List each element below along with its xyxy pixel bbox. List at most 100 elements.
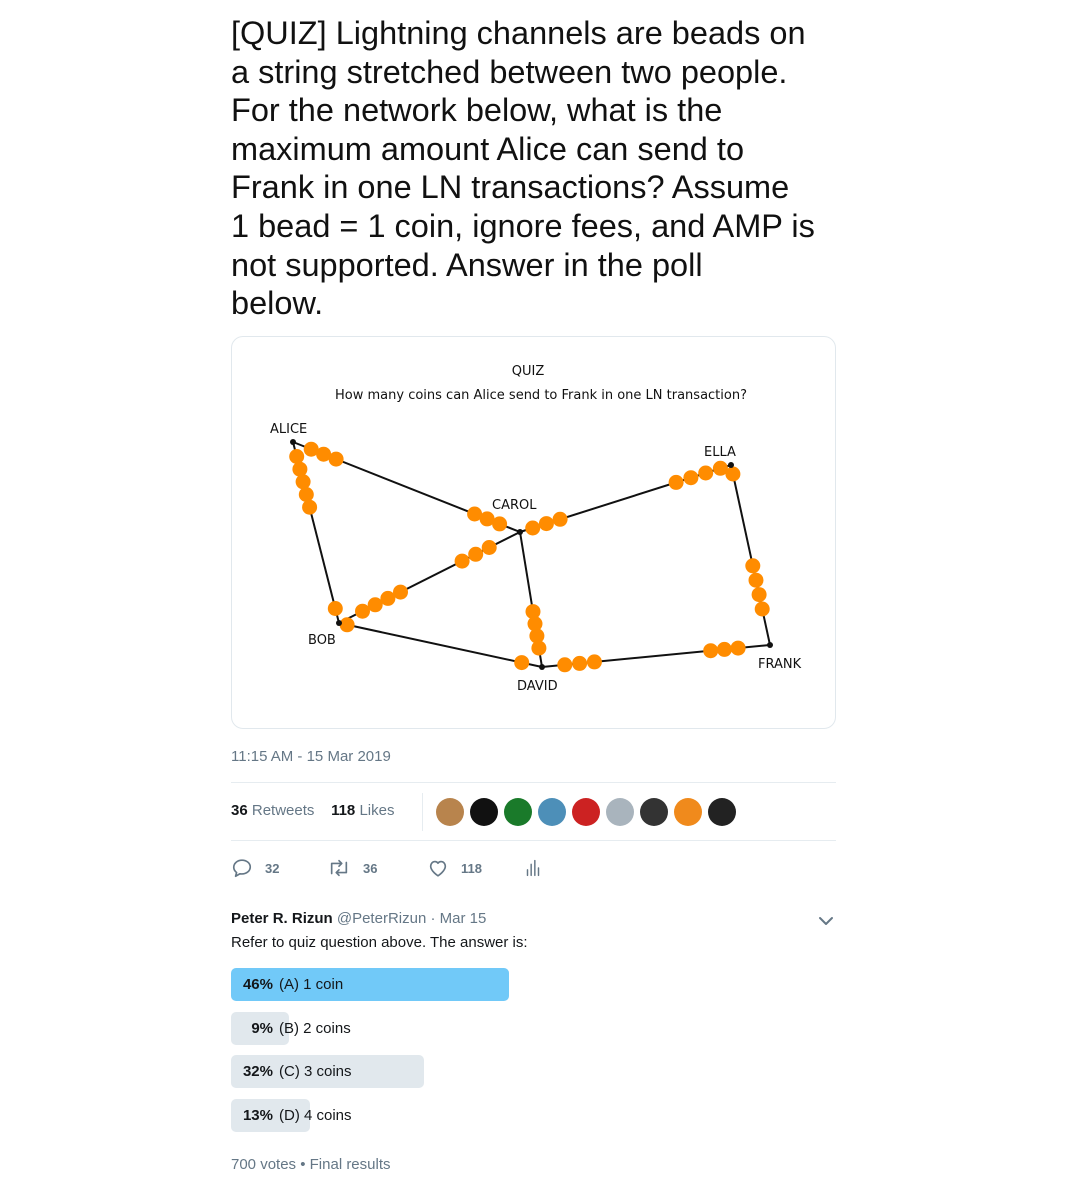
bead bbox=[531, 640, 547, 656]
node-point-frank bbox=[767, 642, 773, 648]
bead bbox=[380, 590, 396, 606]
bead bbox=[327, 601, 343, 616]
analytics-icon bbox=[526, 859, 540, 877]
poll-percent: 9% bbox=[251, 1020, 273, 1037]
bead bbox=[730, 640, 746, 656]
avatar[interactable] bbox=[504, 798, 532, 826]
tweet-timestamp[interactable]: 11:15 AM - 15 Mar 2019 bbox=[231, 748, 391, 765]
node-point-david bbox=[539, 664, 545, 670]
avatar[interactable] bbox=[640, 798, 668, 826]
bead bbox=[302, 499, 318, 515]
bead bbox=[468, 546, 484, 562]
tweet-text-line: 1 bead = 1 coin, ignore fees, and AMP is bbox=[231, 207, 815, 244]
bead bbox=[525, 604, 541, 620]
retweets-stat[interactable]: 36 Retweets bbox=[231, 802, 314, 819]
reply-count: 32 bbox=[265, 860, 280, 876]
author-handle[interactable]: @PeterRizun bbox=[336, 910, 427, 927]
avatar[interactable] bbox=[572, 798, 600, 826]
avatar[interactable] bbox=[436, 798, 464, 826]
poll-label: (A) 1 coin bbox=[279, 976, 344, 993]
bead bbox=[552, 511, 568, 527]
heart-icon bbox=[429, 860, 447, 877]
avatar[interactable] bbox=[708, 798, 736, 826]
reply-text: Refer to quiz question above. The answer… bbox=[231, 934, 528, 951]
poll-option[interactable]: 46%(A) 1 coin bbox=[231, 968, 836, 1001]
tweet-text-line: Frank in one LN transactions? Assume bbox=[231, 169, 790, 206]
poll-option-text: 13%(D) 4 coins bbox=[241, 1099, 352, 1132]
avatar[interactable] bbox=[538, 798, 566, 826]
avatar[interactable] bbox=[674, 798, 702, 826]
bead bbox=[492, 516, 508, 532]
diagram-card[interactable]: QUIZ How many coins can Alice send to Fr… bbox=[231, 336, 836, 729]
avatar[interactable] bbox=[606, 798, 634, 826]
bead bbox=[703, 643, 719, 659]
poll-label: (D) 4 coins bbox=[279, 1107, 352, 1124]
author-name[interactable]: Peter R. Rizun bbox=[231, 910, 333, 927]
bead bbox=[725, 466, 741, 482]
poll-option[interactable]: 32%(C) 3 coins bbox=[231, 1055, 836, 1088]
poll-option[interactable]: 9% (B) 2 coins bbox=[231, 1012, 836, 1045]
retweet-count: 36 bbox=[363, 860, 378, 876]
poll-bar bbox=[231, 968, 509, 1001]
poll-bar bbox=[231, 1055, 425, 1088]
node-label-david: DAVID bbox=[517, 679, 558, 694]
bead bbox=[572, 655, 588, 671]
bead bbox=[529, 628, 545, 644]
chevron-down-icon[interactable] bbox=[817, 912, 835, 930]
likes-label: Likes bbox=[359, 802, 395, 819]
bead bbox=[586, 654, 602, 670]
bead bbox=[303, 441, 319, 457]
bead bbox=[527, 616, 543, 632]
tweet-text-line: a string stretched between two people. bbox=[231, 53, 788, 90]
poll-option[interactable]: 13%(D) 4 coins bbox=[231, 1099, 836, 1132]
network-diagram: QUIZ How many coins can Alice send to Fr… bbox=[270, 364, 802, 694]
bead bbox=[393, 584, 408, 600]
poll-label: (C) 3 coins bbox=[279, 1063, 352, 1080]
node-label-bob: BOB bbox=[308, 633, 336, 648]
bead bbox=[716, 641, 732, 657]
bead bbox=[479, 511, 495, 527]
likes-count: 118 bbox=[331, 802, 356, 819]
tweet-text-line: below. bbox=[231, 285, 324, 322]
retweet-icon bbox=[330, 859, 348, 877]
tweet-text-line: [QUIZ] Lightning channels are beads on bbox=[231, 15, 806, 51]
node-points bbox=[290, 439, 773, 670]
analytics-button[interactable] bbox=[525, 856, 553, 880]
bead bbox=[467, 506, 483, 522]
channel-line bbox=[338, 622, 543, 668]
tweet-text-line: not supported. Answer in the poll bbox=[231, 246, 703, 283]
bead bbox=[289, 449, 305, 464]
bead bbox=[751, 587, 767, 603]
node-point-alice bbox=[290, 439, 296, 445]
reply-button[interactable]: 32 bbox=[231, 856, 279, 880]
bead bbox=[355, 603, 370, 619]
tweet-text-line: maximum amount Alice can send to bbox=[231, 130, 745, 167]
reply-header: Peter R. Rizun @PeterRizun · Mar 15 bbox=[231, 910, 486, 927]
diagram-title: QUIZ bbox=[512, 364, 545, 379]
retweet-button[interactable]: 36 bbox=[327, 856, 377, 880]
node-label-alice: ALICE bbox=[270, 422, 307, 437]
retweets-label: Retweets bbox=[251, 802, 315, 819]
bead bbox=[698, 465, 714, 481]
reply-date[interactable]: · Mar 15 bbox=[430, 910, 487, 927]
like-count: 118 bbox=[461, 860, 482, 876]
reply-icon bbox=[232, 859, 252, 878]
poll-label: (B) 2 coins bbox=[279, 1020, 351, 1037]
bead bbox=[712, 460, 728, 476]
bead-group bbox=[289, 441, 770, 673]
like-button[interactable]: 118 bbox=[427, 856, 482, 880]
bead bbox=[367, 597, 383, 613]
bead bbox=[292, 461, 308, 477]
poll-bar bbox=[231, 1012, 289, 1045]
node-point-carol bbox=[517, 529, 523, 535]
bead bbox=[454, 553, 470, 569]
diagram-subtitle: How many coins can Alice send to Frank i… bbox=[335, 388, 747, 403]
channel-line bbox=[730, 464, 771, 646]
avatar[interactable] bbox=[470, 798, 498, 826]
bead bbox=[683, 470, 699, 486]
bead bbox=[328, 451, 344, 467]
bead bbox=[295, 474, 311, 490]
bead bbox=[514, 655, 530, 671]
likes-stat[interactable]: 118 Likes bbox=[331, 802, 394, 819]
divider bbox=[231, 782, 836, 783]
